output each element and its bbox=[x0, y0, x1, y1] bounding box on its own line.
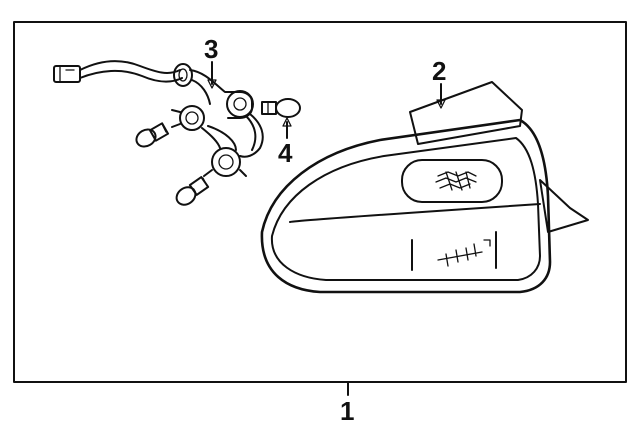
socket-lower bbox=[203, 147, 247, 177]
harness-wire bbox=[79, 60, 181, 74]
bulb-bottom bbox=[175, 176, 210, 206]
upper-reflector bbox=[401, 159, 503, 203]
socket-harness bbox=[53, 60, 264, 177]
socket-upper bbox=[171, 105, 205, 131]
callout-2-label: 2 bbox=[432, 56, 446, 86]
callout-3-label: 3 bbox=[204, 34, 218, 64]
socket-center bbox=[226, 90, 254, 118]
tail-lamp-assembly bbox=[260, 81, 589, 294]
harness-grommet bbox=[173, 63, 193, 87]
callout-4-label: 4 bbox=[278, 138, 293, 168]
diagram-frame bbox=[13, 21, 627, 383]
lamp-housing-outer bbox=[260, 118, 552, 294]
bulb-left bbox=[135, 122, 170, 148]
harness-connector bbox=[53, 65, 81, 83]
upper-reflector-texture bbox=[435, 171, 477, 191]
lamp-mounting-bracket bbox=[409, 81, 523, 145]
callout-1-label: 1 bbox=[340, 396, 354, 426]
lower-lens-texture bbox=[437, 239, 491, 267]
lamp-lens-outline bbox=[270, 137, 541, 281]
bulb-right bbox=[261, 98, 301, 118]
